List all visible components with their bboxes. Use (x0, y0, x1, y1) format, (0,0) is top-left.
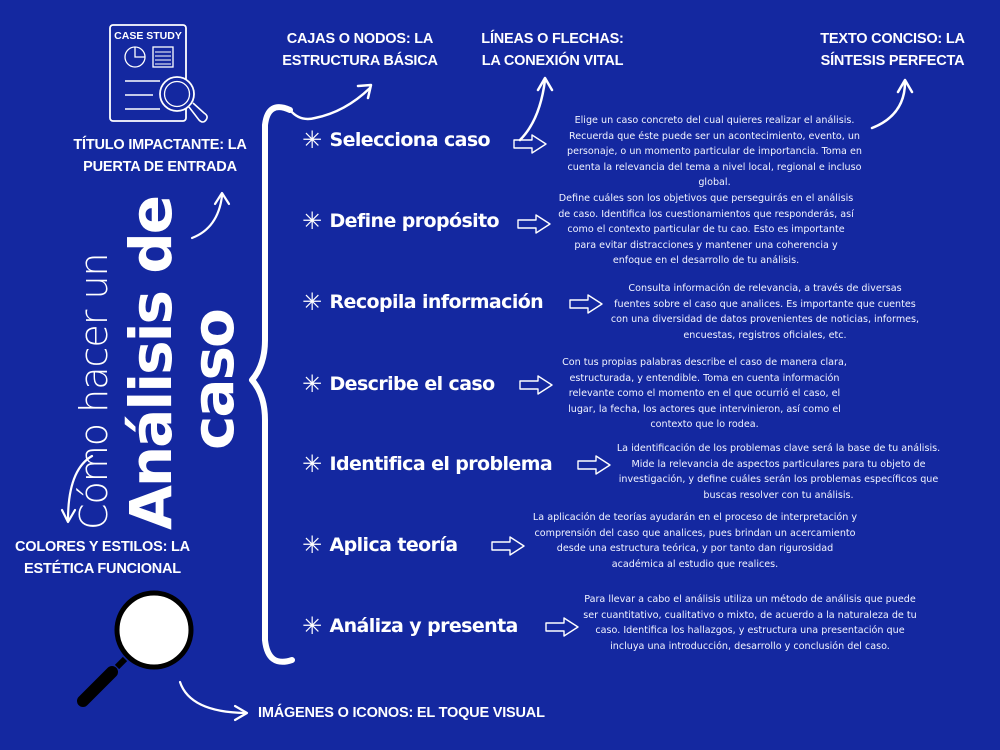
step-description-identifica: La identificación de los problemas clave… (616, 443, 941, 501)
arrow-right-icon (569, 294, 603, 314)
caption-cajas-o-nodos: CAJAS O NODOS: LA ESTRUCTURA BÁSICA (282, 31, 438, 69)
caption-imagenes-o-iconos: IMÁGENES O ICONOS: EL TOQUE VISUAL (258, 705, 545, 721)
step-description-selecciona: Elige un caso concreto del cual quieres … (567, 115, 862, 188)
caption-colores-y-estilos: COLORES Y ESTILOS: LA ESTÉTICA FUNCIONAL (15, 539, 190, 577)
asterisk-icon: ✳ (302, 288, 322, 316)
step-title-identifica: ✳ Identifica el problema (302, 450, 553, 478)
asterisk-icon: ✳ (302, 612, 322, 640)
step-title-aplica: ✳ Aplica teoría (302, 531, 458, 559)
caption-titulo-impactante: TÍTULO IMPACTANTE: LA PUERTA DE ENTRADA (73, 137, 247, 175)
arrow-right-icon (491, 536, 525, 556)
step-description-aplica: La aplicación de teorías ayudarán en el … (532, 512, 858, 570)
step-description-describe: Con tus propias palabras describe el cas… (562, 357, 847, 430)
asterisk-icon: ✳ (302, 370, 322, 398)
case-study-document-icon: CASE STUDY (109, 24, 208, 123)
step-title-describe: ✳ Describe el caso (302, 370, 495, 398)
caption-lineas-o-flechas: LÍNEAS O FLECHAS: LA CONEXIÓN VITAL (481, 31, 624, 69)
step-title-selecciona: ✳ Selecciona caso (302, 126, 491, 154)
step-title-define: ✳ Define propósito (302, 207, 500, 235)
step-description-analiza: Para llevar a cabo el análisis utiliza u… (583, 594, 917, 652)
asterisk-icon: ✳ (302, 450, 322, 478)
arrow-right-icon (517, 214, 551, 234)
arrow-right-icon (519, 375, 553, 395)
asterisk-icon: ✳ (302, 207, 322, 235)
arrow-right-icon (577, 455, 611, 475)
caption-texto-conciso: TEXTO CONCISO: LA SÍNTESIS PERFECTA (820, 31, 965, 69)
step-description-recopila: Consulta información de relevancia, a tr… (610, 283, 920, 341)
arrow-right-icon (545, 617, 579, 637)
step-title-recopila: ✳ Recopila información (302, 288, 544, 316)
arrow-right-icon (513, 134, 547, 154)
step-title-analiza: ✳ Análiza y presenta (302, 612, 518, 640)
asterisk-icon: ✳ (302, 126, 322, 154)
step-description-define: Define cuáles son los objetivos que pers… (558, 193, 854, 266)
magnifier-icon (77, 590, 194, 707)
asterisk-icon: ✳ (302, 531, 322, 559)
case-study-label: CASE STUDY (114, 30, 182, 42)
